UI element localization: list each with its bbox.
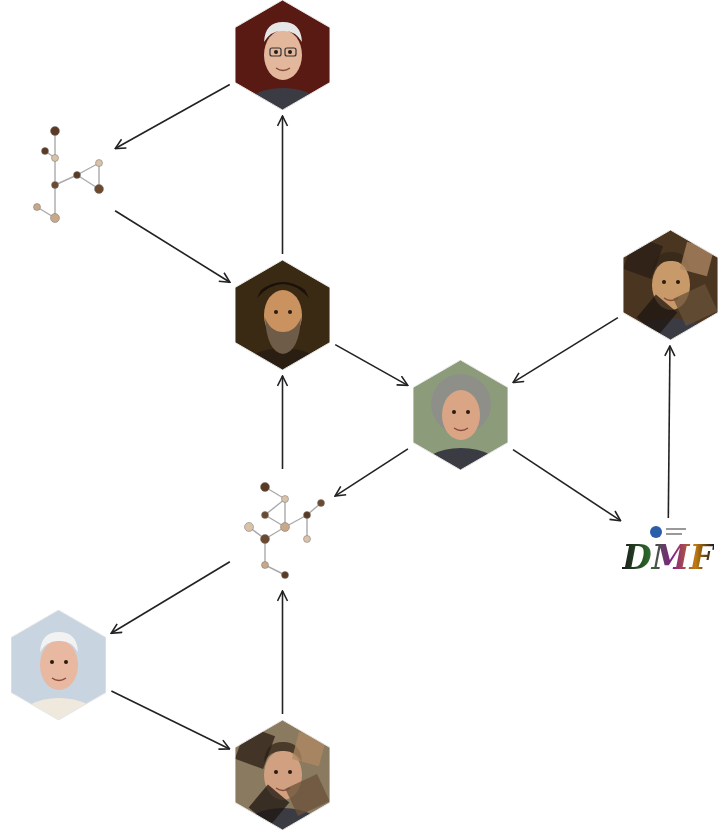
portrait-picture [235,720,330,830]
arrow-connector [513,450,621,521]
arrow-connector [282,376,284,469]
arrow-connector [282,591,284,714]
hexagon-outline [11,610,106,720]
hexagon-outline [235,260,330,370]
molecule-node [235,475,330,585]
arrow-connector [115,84,230,148]
molecule-picture [34,127,104,223]
molecule-node [15,123,110,233]
portrait-hexagon [235,0,330,110]
logo-emblem [648,524,688,540]
portrait-hexagon [11,610,106,720]
hexagon-outline [413,360,508,470]
hexagon-outline [235,720,330,830]
portrait-picture [235,260,330,370]
portrait-picture [235,0,330,110]
arrow-connector [115,211,230,282]
logo-lettering: DMF [622,540,713,574]
arrow-connector [668,346,670,518]
portrait-picture [11,610,106,720]
portrait-picture [413,360,508,470]
arrow-connector [335,449,408,496]
molecule-picture [245,483,325,579]
portrait-hexagon [235,720,330,830]
hexagon-outline [235,0,330,110]
arrow-connector [282,116,284,254]
arrow-connector [335,345,408,386]
logo-node: DMF [618,524,718,580]
arrow-connector [111,691,229,749]
portrait-hexagon [623,230,718,340]
molecule-illustration [235,475,330,585]
portrait-hexagon [235,260,330,370]
portrait-hexagon [413,360,508,470]
molecule-illustration [15,123,110,233]
arrow-connector [513,318,618,383]
hexagon-outline [623,230,718,340]
portrait-picture [623,230,718,340]
arrow-connector [111,562,230,634]
